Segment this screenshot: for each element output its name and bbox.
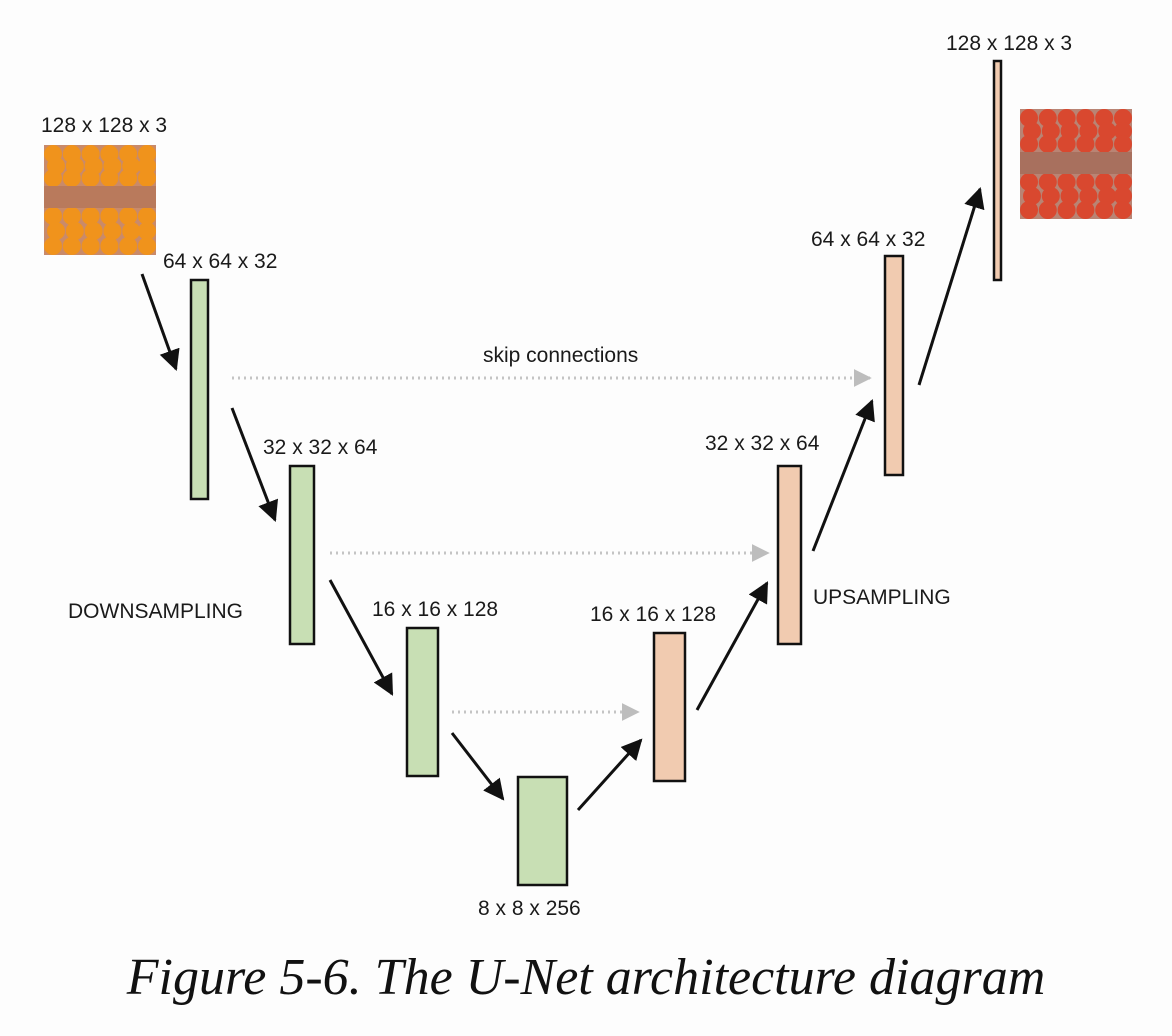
- tomato-fruit: [1114, 109, 1132, 127]
- orange-fruit: [122, 222, 141, 240]
- tomato-fruit: [1095, 201, 1114, 219]
- tomato-fruit: [1057, 201, 1076, 219]
- tomato-fruit: [1076, 201, 1095, 219]
- figure-caption: Figure 5-6. The U-Net architecture diagr…: [0, 948, 1172, 1007]
- encoder-block-3: [405, 626, 440, 778]
- tomato-fruit: [1098, 187, 1117, 205]
- decoder-block-1: [652, 631, 687, 783]
- tomato-fruit: [1020, 201, 1038, 219]
- orange-fruit: [62, 169, 81, 187]
- dec3-size-label: 64 x 64 x 32: [811, 228, 925, 251]
- orange-fruit: [100, 169, 119, 187]
- arrow-dec1-to-dec2: [695, 581, 769, 711]
- output-size-label: 128 x 128 x 3: [946, 32, 1072, 55]
- decoder-block-3: [883, 254, 905, 477]
- tomato-fruit: [1041, 187, 1060, 205]
- orange-fruit: [44, 237, 62, 255]
- enc3-size-label: 16 x 16 x 128: [372, 598, 498, 621]
- orange-fruit: [119, 237, 138, 255]
- arrow-dec2-to-dec3: [811, 399, 875, 552]
- arrow-bottleneck-to-dec1: [576, 738, 643, 812]
- arrow-enc2-to-enc3: [328, 579, 394, 696]
- orange-fruit: [81, 169, 100, 187]
- input-image: [44, 145, 156, 255]
- tomato-fruit: [1060, 187, 1079, 205]
- encoder-block-1: [189, 278, 210, 501]
- orange-fruit: [119, 207, 138, 225]
- orange-fruit: [138, 169, 156, 187]
- tomato-fruit: [1114, 187, 1132, 205]
- tomato-fruit: [1020, 173, 1038, 191]
- tomato-fruit: [1076, 135, 1095, 153]
- orange-fruit: [119, 169, 138, 187]
- tomato-fruit: [1038, 201, 1057, 219]
- enc1-size-label: 64 x 64 x 32: [163, 250, 277, 273]
- tomato-fruit: [1114, 122, 1132, 140]
- orange-fruit: [62, 207, 81, 225]
- orange-fruit: [65, 222, 84, 240]
- arrow-dec3-to-output: [917, 186, 985, 386]
- dec2-size-label: 32 x 32 x 64: [705, 432, 820, 455]
- crate-divider: [44, 186, 156, 208]
- oranges-icon: [44, 145, 156, 255]
- orange-fruit: [103, 222, 122, 240]
- crate-divider-2: [1020, 152, 1132, 174]
- tomato-fruit: [1114, 201, 1132, 219]
- orange-fruit: [100, 207, 119, 225]
- orange-fruit: [62, 237, 81, 255]
- figure-title: The U-Net architecture diagram: [361, 949, 1046, 1006]
- upsampling-label: UPSAMPLING: [813, 586, 951, 609]
- enc2-size-label: 32 x 32 x 64: [263, 436, 378, 459]
- orange-fruit: [44, 207, 62, 225]
- orange-fruit: [84, 222, 103, 240]
- orange-fruit: [44, 169, 62, 187]
- tomato-fruit: [1057, 135, 1076, 153]
- arrow-enc1-to-enc2: [230, 407, 279, 522]
- orange-fruit: [47, 222, 65, 240]
- tomato-fruit: [1095, 135, 1114, 153]
- tomato-fruit: [1057, 173, 1076, 191]
- tomato-fruit: [1023, 187, 1041, 205]
- output-image: [1020, 109, 1132, 219]
- figure-number: Figure 5-6.: [126, 949, 362, 1006]
- arrow-input-to-enc1: [140, 273, 180, 371]
- unet-diagram: 128 x 128 x 3 128 x 128 x 3 64 x 64 x 32…: [41, 32, 1132, 920]
- downsampling-label: DOWNSAMPLING: [68, 600, 243, 623]
- input-size-label: 128 x 128 x 3: [41, 114, 167, 137]
- tomato-fruit: [1079, 187, 1098, 205]
- orange-fruit: [81, 237, 100, 255]
- tomato-fruit: [1020, 135, 1038, 153]
- dec1-size-label: 16 x 16 x 128: [590, 603, 716, 626]
- encoder-block-2: [288, 464, 316, 646]
- decoder-block-2: [776, 464, 803, 646]
- skip-connections-label: skip connections: [483, 344, 638, 367]
- tomato-fruit: [1076, 173, 1095, 191]
- orange-fruit: [81, 207, 100, 225]
- orange-fruit: [100, 237, 119, 255]
- tomatoes-icon: [1020, 109, 1132, 219]
- orange-fruit: [138, 207, 156, 225]
- arrow-enc3-to-bottleneck: [450, 732, 505, 801]
- bottleneck-size-label: 8 x 8 x 256: [478, 897, 581, 920]
- bottleneck-block: [516, 775, 569, 887]
- tomato-fruit: [1114, 173, 1132, 191]
- tomato-fruit: [1038, 173, 1057, 191]
- output-block: [992, 59, 1003, 282]
- tomato-fruit: [1038, 135, 1057, 153]
- tomato-fruit: [1114, 135, 1132, 153]
- orange-fruit: [138, 237, 156, 255]
- orange-fruit: [138, 222, 156, 240]
- tomato-fruit: [1095, 173, 1114, 191]
